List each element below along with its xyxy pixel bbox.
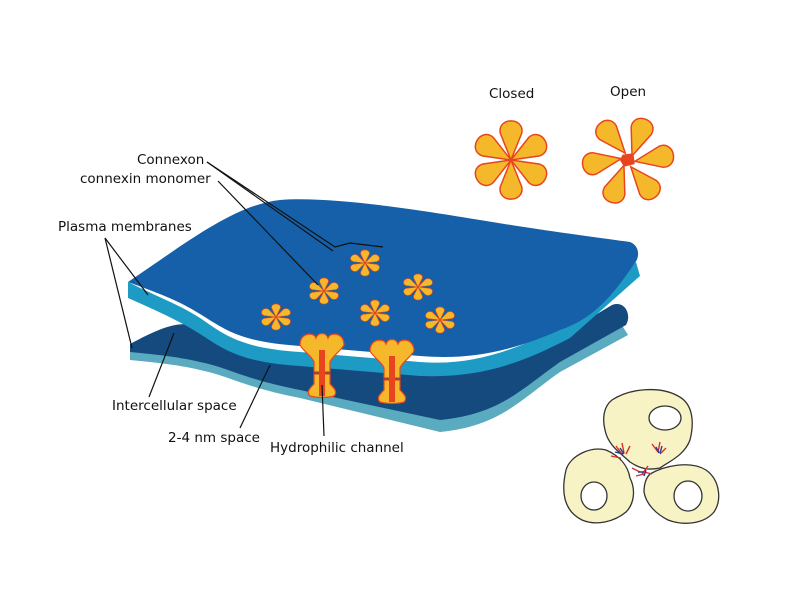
- three-cells-illustration: [563, 388, 720, 524]
- cell-right-nucleus: [673, 480, 703, 512]
- connexon-closed: [470, 120, 552, 200]
- cell-junction-markers: [610, 441, 667, 477]
- label-connexin-monomer: connexin monomer: [80, 171, 211, 187]
- label-plasma-membranes: Plasma membranes: [58, 219, 192, 235]
- upper-plasma-membrane: [128, 199, 640, 377]
- lower-plasma-membrane: [130, 304, 629, 432]
- lower-membrane-edge: [130, 322, 628, 432]
- leader-lines: [104, 161, 384, 437]
- cell-left-nucleus: [580, 481, 608, 511]
- connexon-open: [580, 114, 676, 207]
- lower-membrane-surface: [130, 304, 629, 420]
- upper-membrane-surface: [128, 199, 639, 357]
- label-closed: Closed: [489, 86, 534, 102]
- label-2-4nm-space: 2-4 nm space: [168, 430, 260, 446]
- hydrophilic-channels: [299, 332, 415, 405]
- label-connexon: Connexon: [137, 152, 204, 168]
- label-intercellular-space: Intercellular space: [112, 398, 237, 414]
- label-hydrophilic-channel: Hydrophilic channel: [270, 440, 404, 456]
- label-open: Open: [610, 84, 646, 100]
- cell-top-nucleus: [648, 405, 682, 431]
- upper-membrane-edge: [128, 262, 640, 377]
- channel: [369, 338, 415, 405]
